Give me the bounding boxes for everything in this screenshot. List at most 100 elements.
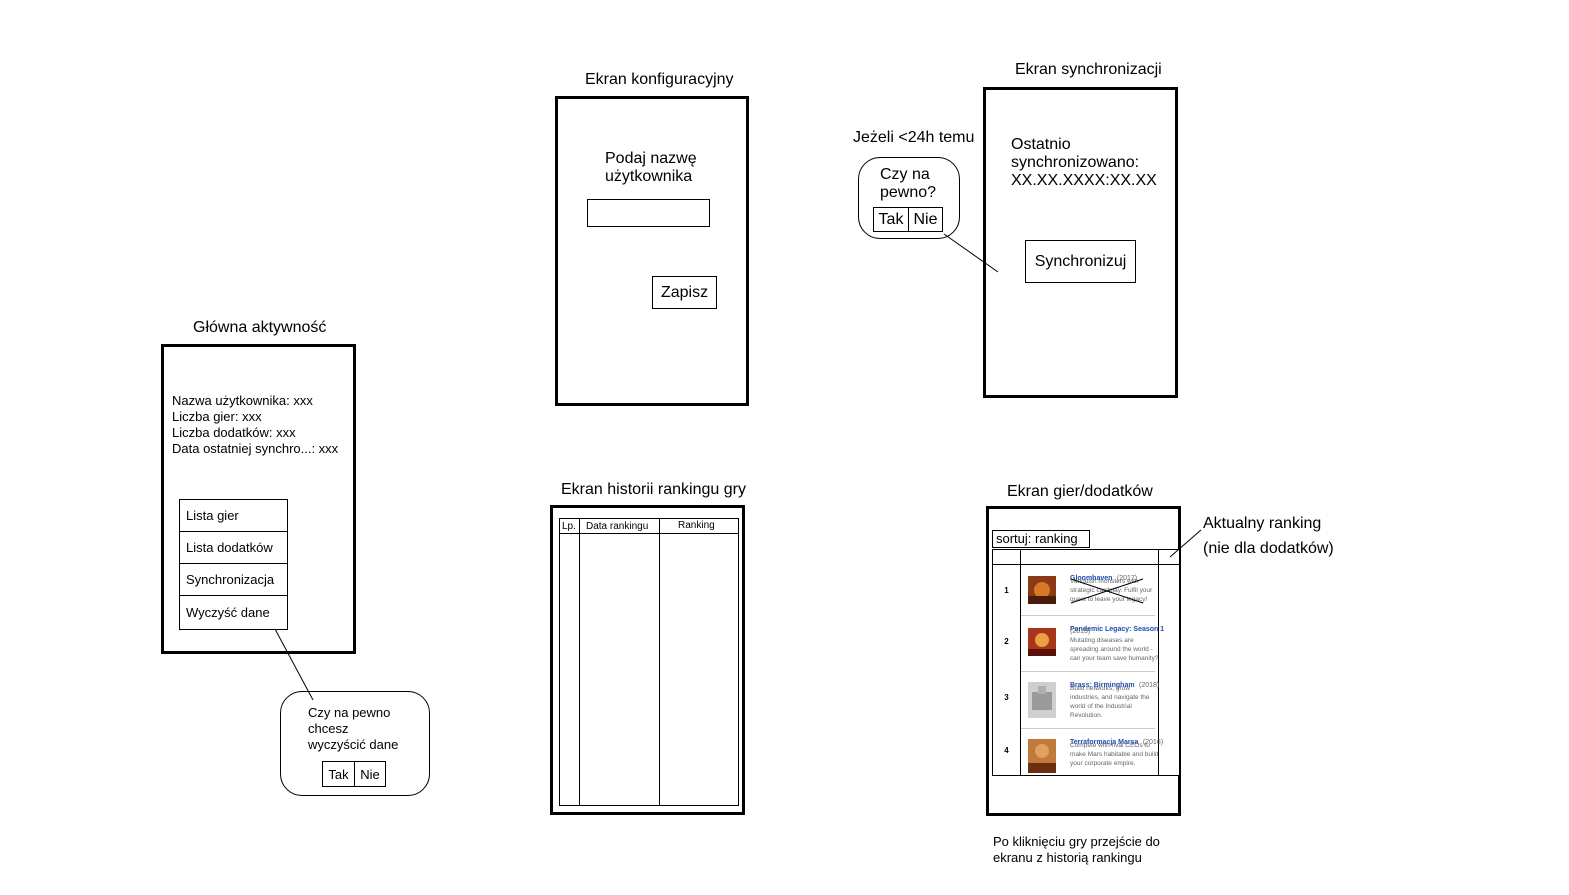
game-desc-line: quest to leave your legacy! xyxy=(1070,596,1148,603)
crossed-out-mark xyxy=(1070,578,1144,604)
clear-confirm-line2: chcesz xyxy=(308,721,349,736)
game-rank: 4 xyxy=(1004,746,1009,755)
menu-games-list[interactable]: Lista gier xyxy=(180,500,287,532)
menu-expansions-list[interactable]: Lista dodatków xyxy=(180,532,287,564)
ranking-column-note: Aktualny ranking (nie dla dodatków) xyxy=(1203,511,1334,561)
game-cover-pandemic-legacy-icon xyxy=(1028,628,1056,656)
sync-confirm-dialog: Czy na pewno? Tak Nie xyxy=(858,157,960,239)
game-cover-terraformacja-marsa-icon xyxy=(1028,739,1056,773)
game-desc-line: Build networks, grow xyxy=(1070,685,1130,692)
table-column-divider-2 xyxy=(659,519,660,805)
game-description: Vanquish monsters with strategic cardpla… xyxy=(1070,577,1152,604)
username-prompt: Podaj nazwę użytkownika xyxy=(605,150,697,186)
game-title-line: Brass: Birmingham (2018) xyxy=(1070,674,1159,692)
game-desc-line: can your team save humanity? xyxy=(1070,655,1159,662)
games-screen-frame: sortuj: ranking Gloomhaven (2017) Vanqui… xyxy=(986,506,1181,816)
username-prompt-line2: użytkownika xyxy=(605,168,693,185)
game-description: (2015) Mutating diseases are spreading a… xyxy=(1070,627,1159,663)
table-column-divider-1 xyxy=(579,519,580,805)
column-header-ranking: Ranking xyxy=(678,520,715,531)
game-desc-line: world of the Industrial xyxy=(1070,703,1132,710)
footer-note-line2: ekranu z historią rankingu xyxy=(993,850,1142,865)
sync-screen-frame: Ostatnio synchronizowano: XX.XX.XXXX:XX.… xyxy=(983,87,1178,398)
clear-data-confirm-dialog: Czy na pewno chcesz wyczyścić dane Tak N… xyxy=(280,691,430,796)
menu-synchronization[interactable]: Synchronizacja xyxy=(180,564,287,596)
row-divider xyxy=(1021,728,1155,729)
clear-confirm-line3: wyczyścić dane xyxy=(308,737,399,752)
synchronize-button[interactable]: Synchronizuj xyxy=(1025,240,1136,283)
last-sync-line2: synchronizowano: xyxy=(1011,154,1140,171)
game-desc-line: make Mars habitable and build xyxy=(1070,751,1159,758)
clear-confirm-line1: Czy na pewno xyxy=(308,705,391,720)
game-year: (2015) xyxy=(1070,628,1091,635)
list-column-divider-2 xyxy=(1158,550,1159,775)
list-header-divider xyxy=(993,564,1179,565)
game-rank: 2 xyxy=(1004,637,1009,646)
list-column-divider-1 xyxy=(1020,550,1021,775)
last-sync-text: Ostatnio synchronizowano: XX.XX.XXXX:XX.… xyxy=(1011,136,1157,190)
game-year: (2018) xyxy=(1139,682,1160,689)
game-name: Gloomhaven xyxy=(1070,575,1113,582)
username-input[interactable] xyxy=(587,199,710,227)
game-name: Pandemic Legacy: Season 1 xyxy=(1070,626,1165,633)
game-title-line: Pandemic Legacy: Season 1 xyxy=(1070,618,1164,636)
game-row[interactable]: Terraformacja Marsa (2016) Compete with … xyxy=(1021,729,1163,775)
game-cover-brass-birmingham-icon xyxy=(1028,682,1056,718)
game-title-line: Terraformacja Marsa (2016) xyxy=(1070,731,1163,749)
game-rank: 1 xyxy=(1004,586,1009,595)
game-desc-line: Vanquish monsters with xyxy=(1070,578,1139,585)
history-screen-frame: Lp. Data rankingu Ranking xyxy=(550,505,745,815)
game-name: Brass: Birmingham xyxy=(1070,682,1135,689)
last-sync-line1: Ostatnio xyxy=(1011,136,1071,153)
config-screen-frame: Podaj nazwę użytkownika Zapisz xyxy=(555,96,749,406)
main-screen-frame: Nazwa użytkownika: xxx Liczba gier: xxx … xyxy=(161,344,356,654)
sort-dropdown[interactable]: sortuj: ranking xyxy=(992,530,1090,548)
main-menu: Lista gier Lista dodatków Synchronizacja… xyxy=(179,499,288,630)
clear-data-question: Czy na pewno chcesz wyczyścić dane xyxy=(308,705,398,753)
sync-yes-button[interactable]: Tak xyxy=(878,210,904,228)
clear-confirm-buttons: Tak Nie xyxy=(322,761,386,787)
games-screen-title: Ekran gier/dodatków xyxy=(1007,483,1153,500)
games-screen-footer-note: Po kliknięciu gry przejście do ekranu z … xyxy=(993,834,1160,866)
user-info: Nazwa użytkownika: xxx Liczba gier: xxx … xyxy=(172,393,338,457)
sync-screen-title: Ekran synchronizacji xyxy=(1015,61,1162,78)
game-row[interactable]: Gloomhaven (2017) Vanquish monsters with… xyxy=(1021,565,1155,615)
column-header-date: Data rankingu xyxy=(586,521,649,532)
menu-clear-data[interactable]: Wyczyść dane xyxy=(186,604,270,620)
game-desc-line: your corporate empire. xyxy=(1070,760,1136,767)
game-description: Build networks, grow industries, and nav… xyxy=(1070,684,1150,720)
username-prompt-line1: Podaj nazwę xyxy=(605,150,697,167)
info-expansions-count: Liczba dodatków: xxx xyxy=(172,425,296,440)
game-desc-line: Mutating diseases are xyxy=(1070,637,1134,644)
sync-confirm-question: Czy na pewno? xyxy=(880,166,936,202)
game-year: (2017) xyxy=(1116,575,1138,582)
clear-no-button[interactable]: Nie xyxy=(354,762,385,786)
save-button[interactable]: Zapisz xyxy=(652,276,717,309)
game-desc-line: strategic cardplay. Fulfil your xyxy=(1070,587,1153,594)
info-last-sync: Data ostatniej synchro...: xxx xyxy=(172,441,339,456)
sync-condition-note: Jeżeli <24h temu xyxy=(853,129,975,146)
history-screen-title: Ekran historii rankingu gry xyxy=(561,481,746,498)
sync-confirm-buttons: Tak Nie xyxy=(873,207,943,232)
game-row[interactable]: Pandemic Legacy: Season 1 (2015) Mutatin… xyxy=(1021,616,1164,671)
game-title-line: Gloomhaven (2017) xyxy=(1070,567,1137,585)
sync-confirm-line2: pewno? xyxy=(880,184,937,201)
sync-confirm-line1: Czy na xyxy=(880,166,930,183)
footer-note-line1: Po kliknięciu gry przejście do xyxy=(993,834,1160,849)
ranking-note-line2: (nie dla dodatków) xyxy=(1203,540,1334,557)
games-list: Gloomhaven (2017) Vanquish monsters with… xyxy=(992,549,1180,776)
sync-no-button[interactable]: Nie xyxy=(908,208,942,231)
game-desc-line: industries, and navigate the xyxy=(1070,694,1150,701)
last-sync-value: XX.XX.XXXX:XX.XX xyxy=(1011,172,1157,189)
column-header-lp: Lp. xyxy=(562,521,576,532)
table-header-divider xyxy=(560,533,738,534)
clear-yes-button[interactable]: Tak xyxy=(328,766,349,782)
game-row[interactable]: Brass: Birmingham (2018) Build networks,… xyxy=(1021,672,1159,727)
info-username: Nazwa użytkownika: xxx xyxy=(172,393,313,408)
game-desc-line: Compete with rival CEOs to xyxy=(1070,742,1150,749)
game-desc-line: Revolution. xyxy=(1070,712,1103,719)
ranking-history-table: Lp. Data rankingu Ranking xyxy=(559,518,739,806)
game-description: Compete with rival CEOs to make Mars hab… xyxy=(1070,741,1159,768)
game-rank: 3 xyxy=(1004,693,1009,702)
info-games-count: Liczba gier: xxx xyxy=(172,409,262,424)
